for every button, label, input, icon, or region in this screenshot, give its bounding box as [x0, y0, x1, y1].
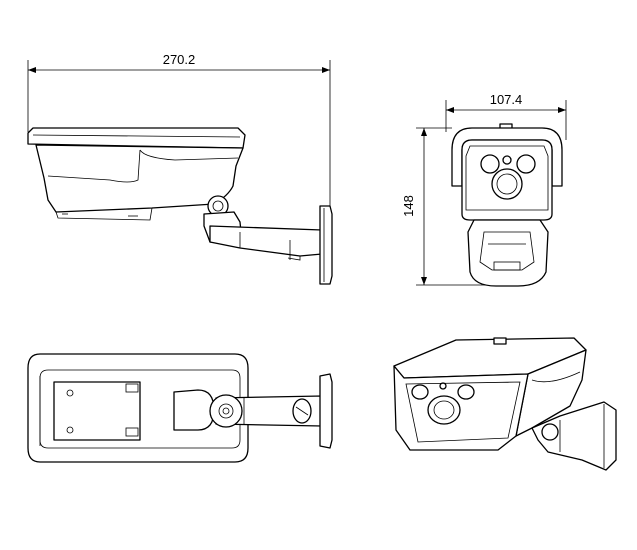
dimension-height: 148 [401, 127, 488, 286]
side-view: 270.2 [27, 52, 333, 285]
dimension-width-label: 107.4 [490, 92, 523, 107]
dimension-length: 270.2 [27, 52, 331, 206]
front-view: 107.4 148 [401, 92, 567, 287]
dimension-length-label: 270.2 [163, 52, 196, 67]
dimension-width: 107.4 [445, 92, 567, 140]
dimension-height-label: 148 [401, 195, 416, 217]
top-view [27, 353, 333, 463]
isometric-view [393, 337, 617, 471]
